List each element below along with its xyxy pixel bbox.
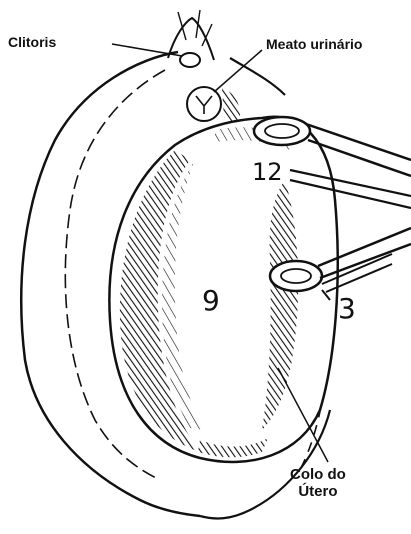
colo-label-line-1: Colo do <box>290 466 346 483</box>
clock-mark-nine: 9 <box>202 284 220 317</box>
urethral-meatus <box>187 87 221 121</box>
meato-urinario-label: Meato urinário <box>266 36 362 52</box>
meato-leader-line <box>214 50 262 92</box>
clitoris-glans <box>180 53 200 67</box>
colo-do-utero-label: Colo do Útero <box>290 466 346 501</box>
meatus-shading <box>222 88 240 124</box>
clock-mark-three: 3 <box>338 292 356 325</box>
clock-mark-twelve: 12 <box>252 158 283 186</box>
clitoris-label: Clitoris <box>8 34 56 50</box>
colo-label-line-2: Útero <box>290 483 346 500</box>
